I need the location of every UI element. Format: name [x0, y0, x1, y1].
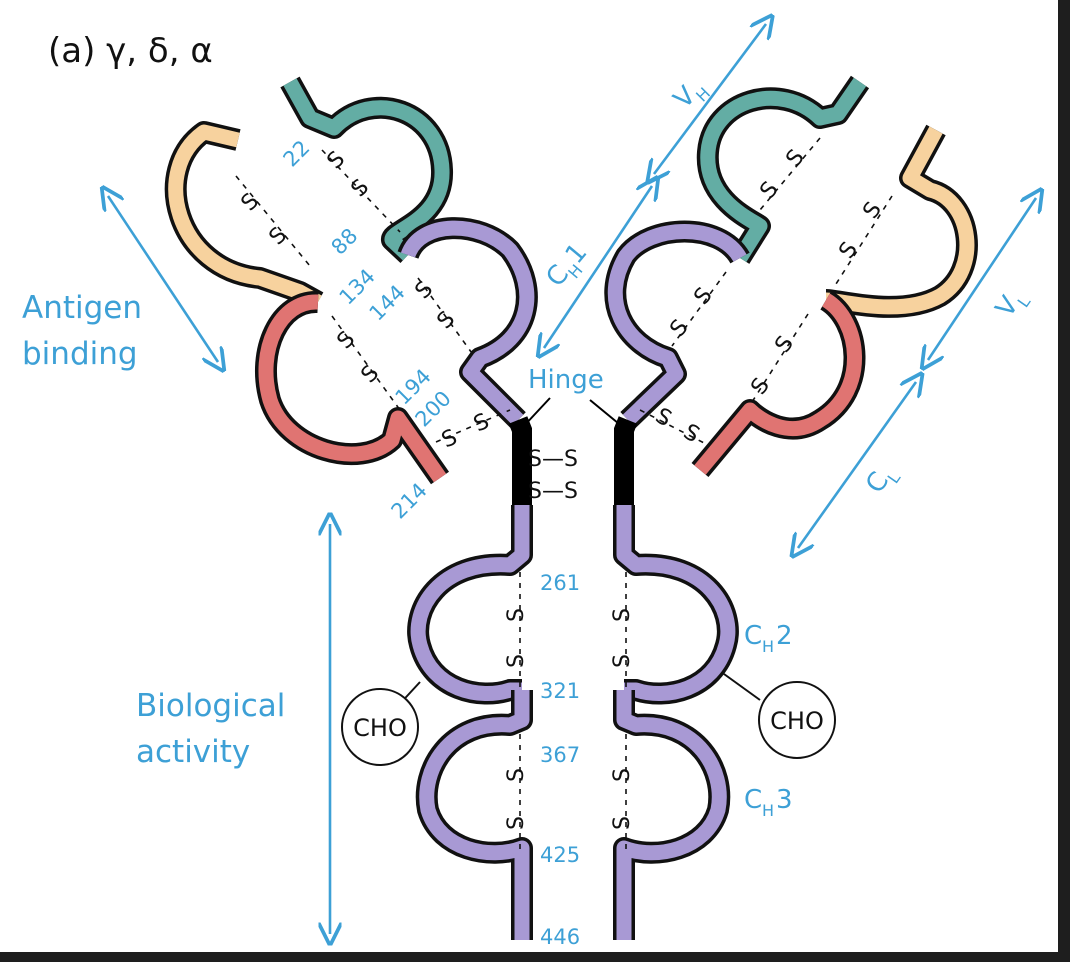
left-heavy-chain-fab [280, 76, 538, 428]
residue-321: 321 [540, 679, 580, 703]
residue-446: 446 [540, 925, 580, 949]
s-letter: S [411, 277, 439, 305]
right-ch2-domain-fill [616, 505, 736, 702]
s-letter: S [689, 283, 717, 310]
s-letter: S [265, 223, 293, 251]
left-ch1-domain-fill [400, 220, 535, 426]
ch1-label: C H 1 [540, 238, 594, 293]
right-carbohydrate: CHO [723, 673, 836, 759]
s-letter: S [504, 816, 529, 830]
right-cho-label: CHO [770, 707, 824, 735]
hinge-label: Hinge [528, 365, 604, 395]
right-hinge-segment [614, 416, 638, 505]
s-letter: S [433, 307, 461, 335]
s-letter: S [357, 361, 385, 389]
vh-label: V H [668, 81, 714, 115]
right-light-chain [691, 124, 978, 478]
hinge-disulfide-1: S—S [528, 447, 578, 472]
left-cho-circle [341, 688, 419, 766]
left-hinge-segment [508, 416, 532, 505]
svg-text:H: H [762, 801, 774, 820]
left-cl-ss-line [331, 315, 401, 411]
svg-text:C: C [744, 621, 762, 651]
residue-261: 261 [540, 571, 580, 595]
left-ch1-ss-line [417, 277, 475, 357]
s-letter: S [333, 327, 361, 355]
left-carbohydrate: CHO [341, 681, 421, 766]
residue-425: 425 [540, 843, 580, 867]
s-letter: S [746, 374, 774, 400]
right-vh-ss-line [759, 137, 821, 211]
left-hinge-tick [521, 397, 551, 429]
residue-214: 214 [387, 478, 432, 523]
s-letter: S [679, 420, 704, 449]
right-hinge-tick [589, 399, 625, 429]
s-letter: S [781, 145, 809, 172]
s-letter: S [438, 425, 461, 454]
left-fc-chain [407, 505, 533, 940]
cl-arrow [798, 382, 916, 548]
svg-text:H: H [762, 637, 774, 656]
left-vl-ss-line [235, 175, 311, 267]
left-cl-domain-fill [258, 294, 447, 483]
svg-text:C: C [744, 785, 762, 815]
s-letter: S [504, 768, 529, 782]
s-letter: S [755, 177, 783, 204]
s-letter: S [504, 608, 529, 622]
left-ch3-domain-fill [419, 690, 530, 940]
s-letter: S [858, 198, 886, 224]
left-ch2-domain-fill [410, 505, 530, 702]
s-letter: S [504, 654, 529, 668]
panel-title: (a) γ, δ, α [48, 31, 213, 71]
s-letter: S [323, 147, 351, 175]
s-letter: S [834, 238, 862, 264]
s-letter: S [610, 768, 635, 782]
intrachain-disulfides [235, 137, 893, 850]
antigen-binding-arrow [108, 196, 218, 362]
residue-367: 367 [540, 743, 580, 767]
s-letter: S [610, 608, 635, 622]
s-letter: S [665, 315, 693, 342]
diagram-canvas: (a) γ, δ, α S—S S—S [0, 0, 1058, 952]
s-letter: S [237, 189, 265, 217]
right-ch1-ss-line [671, 271, 727, 347]
right-cl-domain-fill [694, 293, 862, 475]
right-ch3-domain-fill [616, 690, 727, 940]
residue-88: 88 [327, 224, 363, 260]
left-interchain-ss-line [435, 409, 511, 443]
s-letter: S [610, 816, 635, 830]
left-vh-domain-fill [283, 78, 450, 261]
antigen-binding-label-line2: binding [22, 336, 138, 372]
vh-arrow [654, 24, 766, 174]
biological-activity-label-line2: activity [136, 734, 250, 770]
s-letter: S [470, 409, 493, 438]
right-cho-circle [758, 681, 836, 759]
s-letter: S [610, 654, 635, 668]
right-heavy-chain-fab [604, 75, 870, 428]
svg-text:1: 1 [560, 238, 594, 270]
region-arrows [108, 24, 1036, 934]
ch1-arrow [544, 186, 652, 348]
hinge-disulfide-2: S—S [528, 479, 578, 504]
cl-label: C L [860, 467, 904, 499]
s-letter: S [347, 175, 375, 203]
ch2-label: C H 2 [744, 621, 793, 656]
vl-label: V L [990, 291, 1034, 323]
antigen-binding-label-line1: Antigen [22, 290, 142, 326]
ch3-label: C H 3 [744, 785, 793, 820]
left-vh-ss-line [321, 149, 401, 233]
right-interchain-ss-line [639, 409, 707, 445]
vl-arrow [928, 198, 1036, 360]
antibody-diagram: (a) γ, δ, α S—S S—S [22, 0, 1058, 949]
hinge-region: S—S S—S [508, 397, 638, 505]
svg-text:2: 2 [776, 621, 793, 651]
residue-22: 22 [279, 136, 315, 172]
svg-text:3: 3 [776, 785, 793, 815]
right-vl-domain [825, 124, 978, 318]
right-fc-chain [613, 505, 739, 940]
biological-activity-label-line1: Biological [136, 688, 285, 724]
left-cho-label: CHO [353, 714, 407, 742]
